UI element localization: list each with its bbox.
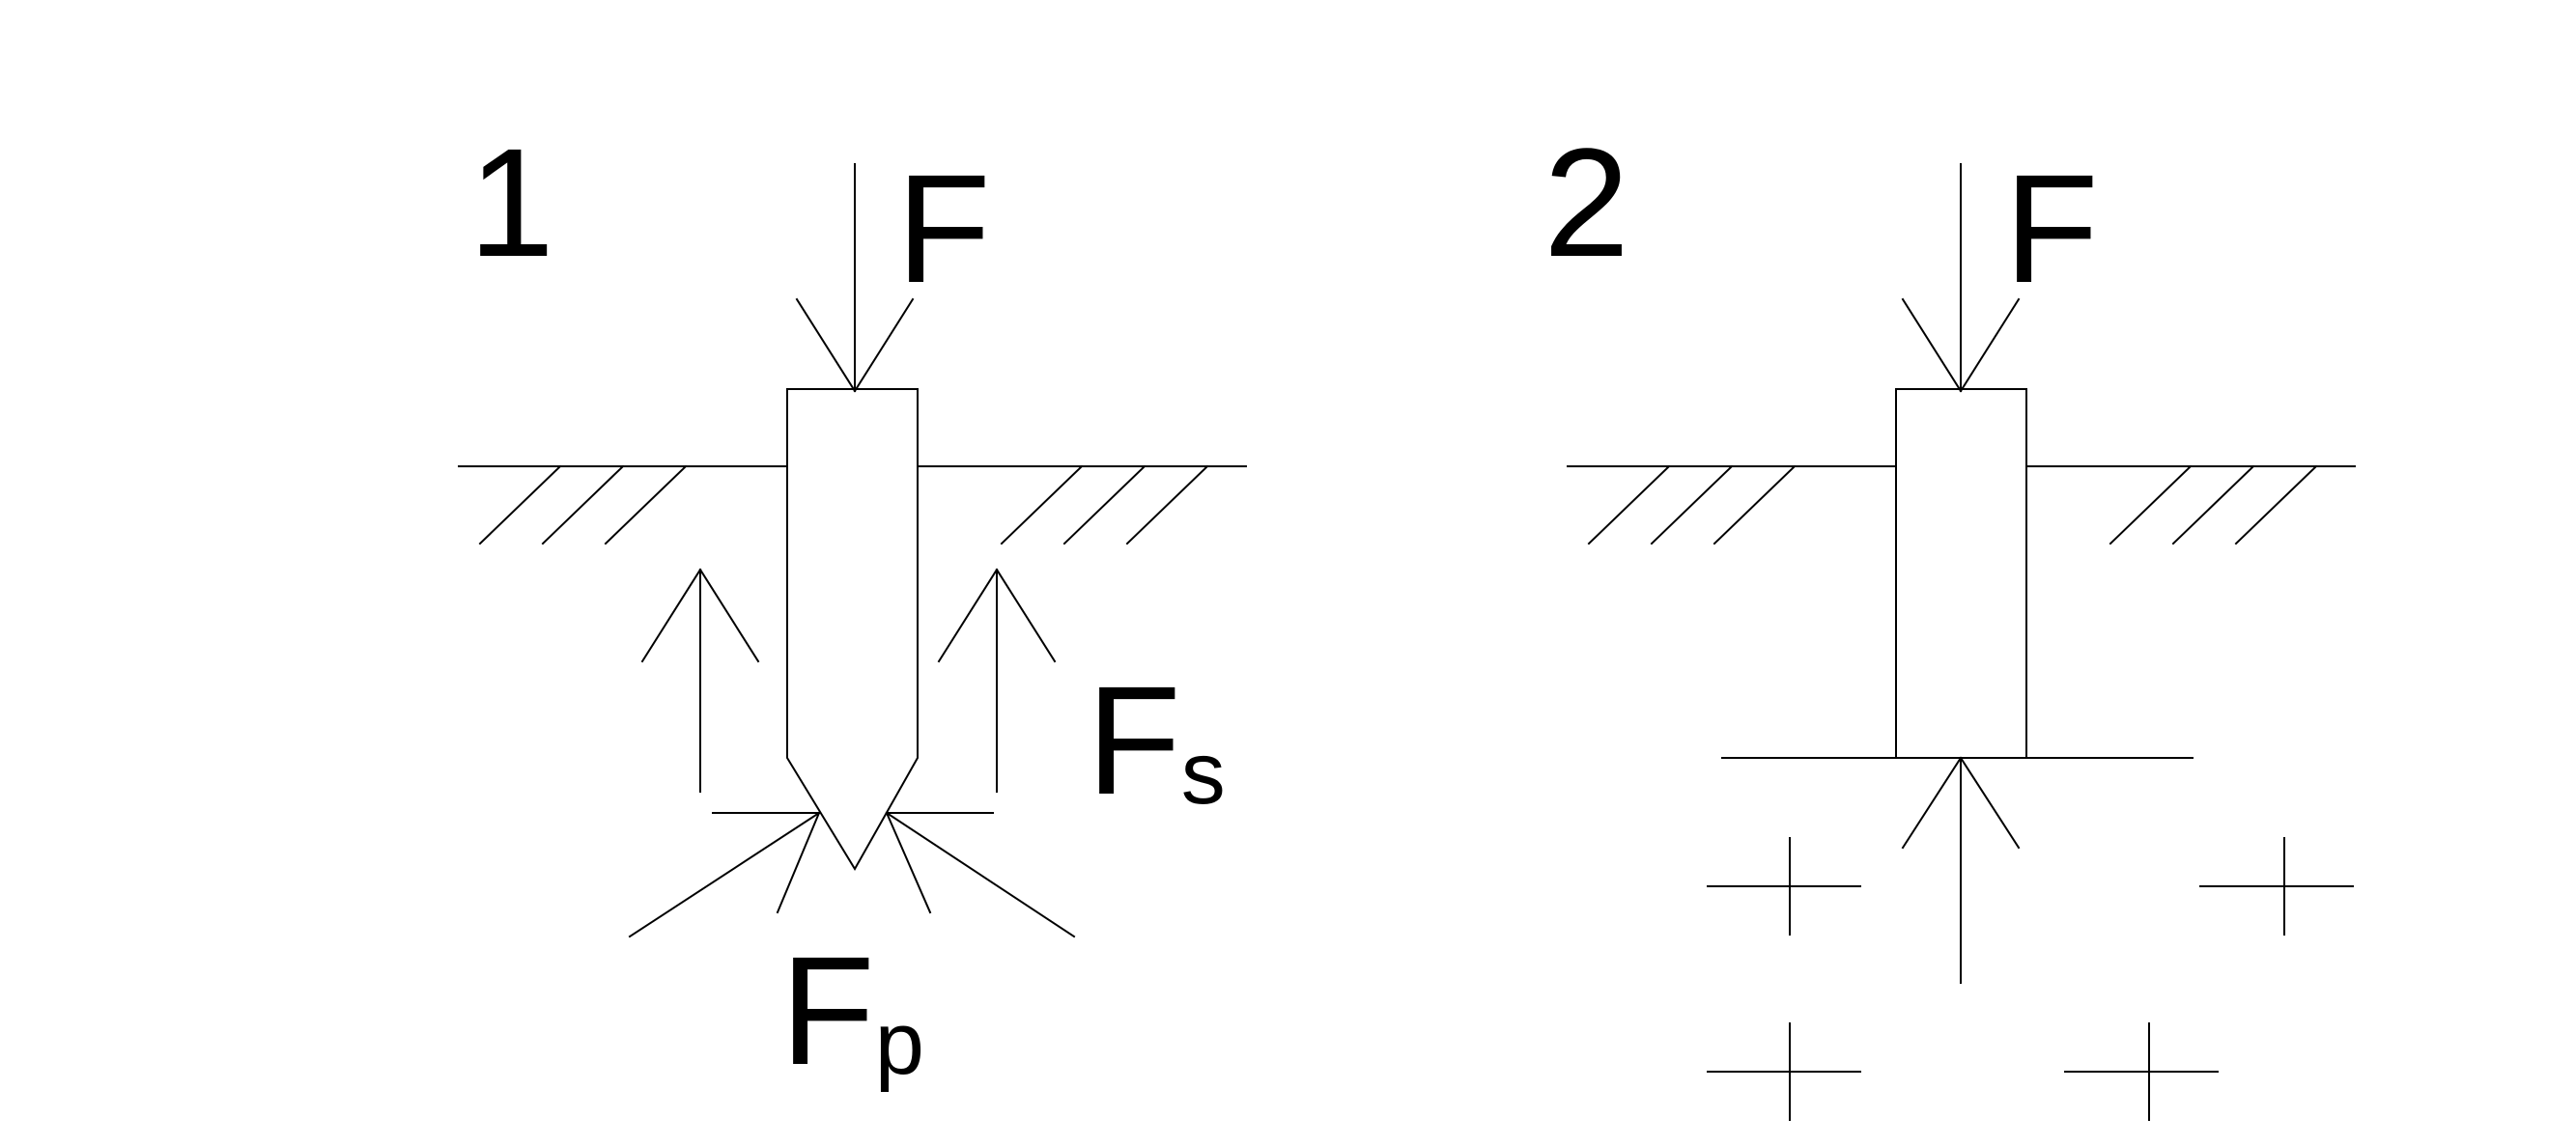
panel-1-ground-hatching [478,464,1209,545]
panel-1-point-label-sub: p [875,994,924,1093]
panel-1-number: 1 [468,116,554,289]
panel-1-point-label-main: F [780,924,875,1097]
panel-1-shaft-label-sub: s [1181,724,1226,823]
panel-1-pointed-pile [786,388,919,871]
panel-2-pile [1895,388,2027,759]
panel-2-hard-stratum-symbols [1707,837,2354,1121]
panel-2-ground-hatching [1587,464,2318,545]
panel-2-load-arrow [1901,163,2021,393]
panel-1-load-label: F [896,142,991,315]
panel-1-point-resistance-arrows [628,811,1076,938]
panel-1-shaft-label-main: F [1087,654,1181,826]
panel-2-end-bearing-arrow [1901,756,2021,984]
panel-1: 1 F [458,116,1247,1097]
panel-2: 2 F [1543,116,2356,1121]
panel-1-point-resistance-label: Fp [780,924,924,1097]
panel-1-shaft-friction-arrow-left [640,568,760,793]
panel-1-shaft-friction-arrow-right [937,568,1057,793]
panel-2-number: 2 [1543,116,1629,289]
panel-1-shaft-resistance-label: Fs [1087,654,1226,826]
panel-1-load-arrow [795,163,915,393]
panel-2-load-label: F [2004,142,2099,315]
